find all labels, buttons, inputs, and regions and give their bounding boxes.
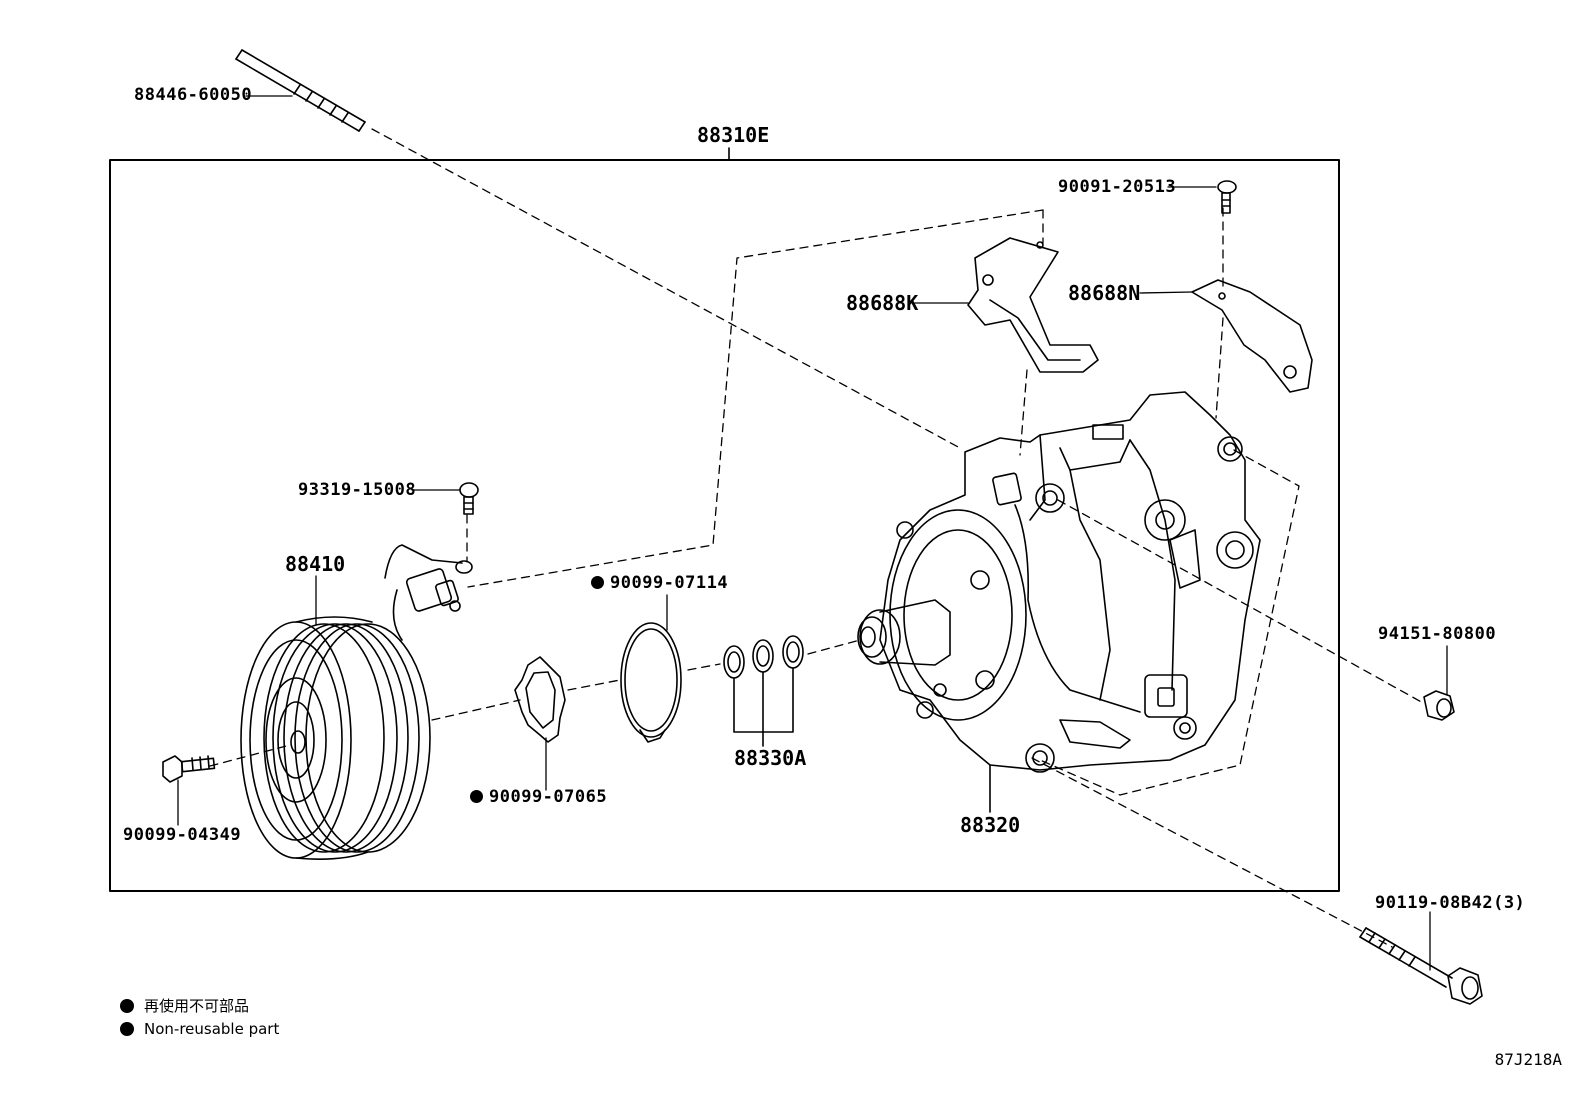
legend-dot xyxy=(120,999,134,1013)
bracket-n-drawing xyxy=(1192,280,1312,392)
label-bracket-k: 88688K xyxy=(846,291,919,315)
bracket-k-drawing xyxy=(968,238,1098,372)
bracket-bolt-drawing xyxy=(1218,181,1236,213)
label-shims: 88330A xyxy=(734,746,807,770)
non-reusable-dot xyxy=(591,576,604,589)
pulley-drawing xyxy=(241,617,430,859)
legend-dot xyxy=(120,1022,134,1036)
shims-drawing xyxy=(724,636,803,746)
compressor-drawing xyxy=(858,392,1260,812)
legend-en-text: Non-reusable part xyxy=(144,1020,280,1038)
label-compressor: 88320 xyxy=(960,813,1021,837)
stud-bolt-drawing xyxy=(236,50,365,131)
nut-drawing xyxy=(1424,691,1454,720)
label-mount-bolt: 90119-08B42(3) xyxy=(1375,893,1526,913)
clutch-connector-drawing xyxy=(385,545,472,640)
dashed-guides xyxy=(210,129,1425,947)
label-assembly: 88310E xyxy=(697,123,770,147)
label-stud-bolt: 88446-60050 xyxy=(134,85,253,105)
non-reusable-dot xyxy=(470,790,483,803)
label-nut: 94151-80800 xyxy=(1378,624,1497,644)
legend-jp-text: 再使用不可部品 xyxy=(144,997,250,1015)
label-leaders xyxy=(178,96,1447,970)
shim-snap-drawing xyxy=(515,657,565,742)
mount-bolt-drawing xyxy=(1360,928,1482,1004)
figure-code: 87J218A xyxy=(1494,1050,1562,1069)
clutch-screw-drawing xyxy=(460,483,478,514)
label-pulley-bolt: 90099-04349 xyxy=(123,825,242,845)
label-bracket-bolt: 90091-20513 xyxy=(1058,177,1177,197)
pulley-bolt-drawing xyxy=(163,756,214,782)
label-bracket-n: 88688N xyxy=(1068,281,1141,305)
label-snap-ring: 90099-07114 xyxy=(591,575,728,592)
legend-en: Non-reusable part xyxy=(120,1020,279,1038)
legend-jp: 再使用不可部品 xyxy=(120,995,249,1016)
assembly-frame xyxy=(110,160,1339,891)
label-pulley: 88410 xyxy=(285,552,346,576)
snap-ring-drawing xyxy=(621,623,681,742)
label-clutch-screw: 93319-15008 xyxy=(298,480,417,500)
label-shim-snap: 90099-07065 xyxy=(470,789,607,806)
